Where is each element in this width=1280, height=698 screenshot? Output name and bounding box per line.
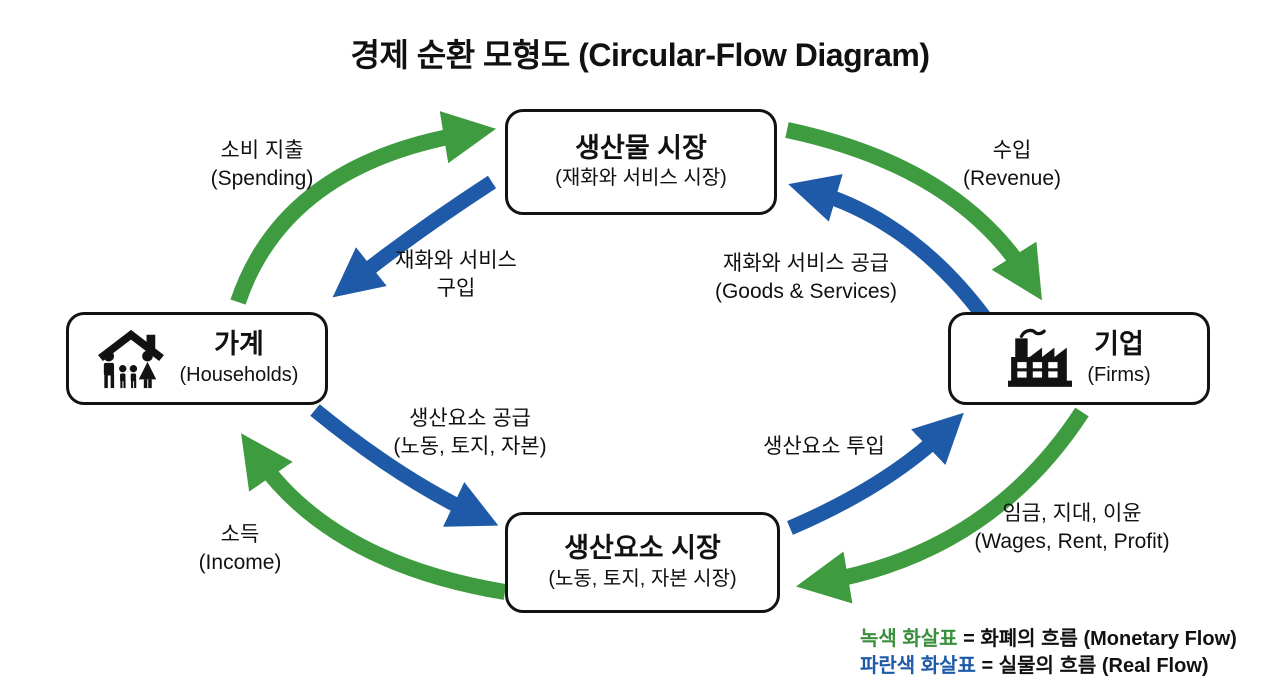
factor-market-title: 생산요소 시장 — [564, 533, 721, 564]
legend: 녹색 화살표 = 화폐의 흐름 (Monetary Flow) 파란색 화살표 … — [860, 626, 1237, 680]
legend-monetary-flow: 녹색 화살표 = 화폐의 흐름 (Monetary Flow) — [860, 626, 1237, 653]
arrow-factor-input-factor-to-firms — [787, 412, 964, 535]
arrow-factor-supply-households-to-factor — [310, 404, 499, 527]
factor-market-subtitle: (노동, 토지, 자본 시장) — [548, 567, 737, 590]
households-subtitle: (Households) — [179, 363, 299, 386]
legend-green-description: = 화폐의 흐름 (Monetary Flow) — [957, 628, 1237, 650]
flow-label-goods-supply: 재화와 서비스 공급 (Goods & Services) — [714, 252, 898, 303]
flow-label-revenue: 수입 (Revenue) — [962, 139, 1062, 190]
flow-label-spending: 소비 지출 (Spending) — [210, 139, 314, 190]
legend-blue-term: 파란색 화살표 — [860, 655, 976, 677]
flow-label-wages-rent-profit: 임금, 지대, 이윤 (Wages, Rent, Profit) — [974, 502, 1170, 553]
arrow-wages-firms-to-factor — [795, 407, 1089, 604]
legend-real-flow: 파란색 화살표 = 실물의 흐름 (Real Flow) — [860, 653, 1237, 680]
legend-blue-description: = 실물의 흐름 (Real Flow) — [975, 655, 1209, 677]
firms-title: 기업 — [1094, 329, 1144, 360]
flow-label-income: 소득 (Income) — [198, 523, 282, 574]
arrow-revenue-product-to-firms — [785, 122, 1043, 301]
factory-icon — [1007, 328, 1073, 390]
household-family-icon — [96, 327, 166, 391]
firms-subtitle: (Firms) — [1087, 363, 1151, 386]
arrow-spending-households-to-product — [230, 111, 497, 305]
product-market-subtitle: (재화와 서비스 시장) — [555, 167, 727, 190]
legend-green-term: 녹색 화살표 — [860, 628, 958, 650]
node-factor-market: 생산요소 시장 (노동, 토지, 자본 시장) — [505, 512, 780, 613]
product-market-title: 생산물 시장 — [575, 132, 707, 163]
arrow-income-factor-to-households — [241, 433, 507, 600]
node-product-market: 생산물 시장 (재화와 서비스 시장) — [505, 109, 777, 215]
arrow-goods-supply-firms-to-product — [788, 174, 992, 323]
flow-label-goods-purchase: 재화와 서비스 구입 — [395, 249, 517, 300]
arrow-goods-purchase-product-to-households — [332, 175, 497, 298]
flow-label-factor-supply: 생산요소 공급 (노동, 토지, 자본) — [393, 407, 547, 458]
node-firms: 기업 (Firms) — [948, 312, 1210, 405]
node-households: 가계 (Households) — [66, 312, 328, 405]
households-title: 가계 — [214, 329, 264, 360]
flow-label-factor-input: 생산요소 투입 — [763, 435, 885, 458]
page-title: 경제 순환 모형도 (Circular-Flow Diagram) — [350, 37, 930, 73]
